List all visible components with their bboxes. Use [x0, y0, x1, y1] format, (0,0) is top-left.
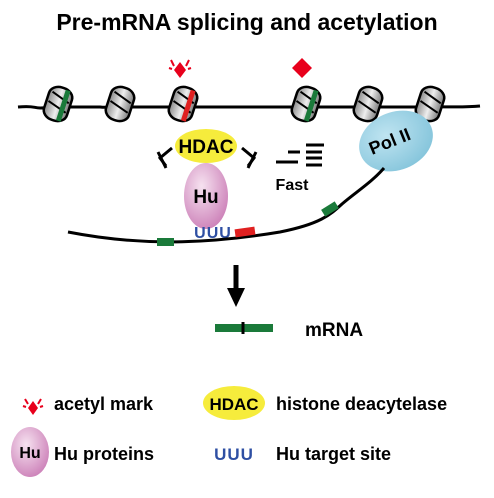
acetyl-mark-icon [22, 398, 44, 415]
legend-hdac-badge-label: HDAC [209, 395, 258, 414]
hu-protein [184, 163, 228, 229]
nucleosome-icon [290, 85, 322, 123]
hdac-oval [175, 129, 237, 163]
inhibition-icon [246, 151, 258, 169]
legend: acetyl mark HDAC histone deacytelase Hu … [11, 386, 447, 477]
chromatin-fiber [17, 104, 481, 110]
down-arrow-icon [227, 265, 245, 307]
nucleosome-icon [414, 85, 446, 123]
exon-green-1 [157, 238, 174, 246]
mrna-label: mRNA [305, 320, 363, 341]
acetyl-mark-icon [168, 59, 192, 78]
legend-hdac-badge [203, 386, 265, 420]
inhibition-icon [156, 151, 168, 169]
pol2-shape [359, 110, 433, 172]
uuu-label: UUU [194, 225, 232, 242]
legend-hu-proteins: Hu proteins [54, 444, 154, 464]
acetyl-mark-icon [292, 58, 312, 78]
legend-acetyl-mark: acetyl mark [54, 394, 154, 414]
diagram-title: Pre-mRNA splicing and acetylation [56, 9, 437, 35]
fast-motion-lines [276, 143, 324, 167]
nucleosome-icon [104, 85, 136, 123]
hdac-label: HDAC [179, 137, 234, 158]
nucleosome-icon [42, 85, 74, 123]
pre-mrna-transcript [67, 167, 386, 244]
nucleosome-icon [352, 85, 384, 123]
legend-hu-target-site: Hu target site [276, 444, 391, 464]
exon-green-2 [321, 201, 339, 217]
legend-hu-badge-label: Hu [19, 445, 40, 462]
hu-label: Hu [193, 187, 218, 208]
legend-histone-deacetylase: histone deacytelase [276, 394, 447, 414]
fast-label: Fast [276, 177, 310, 194]
legend-hu-badge [11, 427, 49, 477]
exon-red [234, 226, 256, 238]
legend-uuu-badge: UUU [214, 445, 254, 464]
nucleosome-icon [167, 85, 199, 123]
